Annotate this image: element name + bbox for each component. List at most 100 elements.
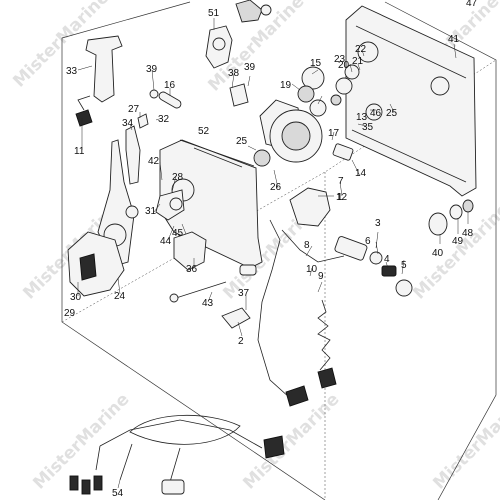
callout-6: 6 — [365, 236, 371, 247]
isometric-frame — [61, 1, 497, 500]
callout-23: 23 — [334, 54, 346, 65]
callout-48: 48 — [462, 228, 474, 239]
lanyard-clip — [317, 367, 337, 389]
callout-8: 8 — [304, 240, 310, 251]
main-wire-harness-b — [281, 229, 345, 263]
callout-28: 28 — [172, 172, 184, 183]
bushing — [229, 83, 249, 107]
callout-22: 22 — [355, 44, 367, 55]
terminal — [93, 475, 103, 491]
callout-12: 12 — [336, 192, 348, 203]
washer-stack — [428, 199, 474, 236]
harness-wire — [77, 95, 91, 111]
callout-9: 9 — [318, 271, 324, 282]
trim-switch-bracket — [235, 0, 263, 23]
callout-layer: 1 2 3 4 5 6 7 8 9 10 11 12 13 14 15 16 1… — [64, 0, 478, 499]
leader-line-layer — [77, 18, 469, 489]
callout-32: 32 — [158, 114, 170, 125]
clip — [221, 307, 251, 329]
plate-hole — [365, 103, 383, 121]
tilt-switch — [332, 143, 354, 161]
callout-25: 25 — [236, 136, 248, 147]
callout-52: 52 — [198, 126, 210, 137]
callout-47: 47 — [466, 0, 478, 9]
callout-45: 45 — [172, 228, 184, 239]
control-lever-handle — [85, 35, 123, 103]
mount-plate-edge — [351, 25, 467, 183]
callout-7: 7 — [338, 176, 344, 187]
extension-harness — [95, 419, 263, 483]
callout-2: 2 — [238, 336, 244, 347]
callout-29: 29 — [64, 308, 76, 319]
callout-3: 3 — [375, 218, 381, 229]
plate-hole — [430, 76, 450, 96]
seal-ring — [253, 149, 271, 167]
callout-10: 10 — [306, 264, 318, 275]
callout-27: 27 — [128, 104, 140, 115]
gear-assembly — [297, 66, 327, 117]
callout-20: 20 — [338, 60, 350, 71]
spring — [137, 113, 149, 129]
watermark: MisterMarine — [29, 389, 133, 493]
callout-51: 51 — [208, 8, 220, 19]
grommet — [239, 264, 257, 276]
callout-19: 19 — [280, 80, 292, 91]
neutral-switch-bracket — [173, 231, 207, 271]
watermark: MisterMarine — [429, 389, 500, 493]
ignition-key — [395, 279, 413, 297]
callout-17: 17 — [328, 128, 340, 139]
callout-11: 11 — [74, 146, 85, 157]
callout-14: 14 — [355, 168, 367, 179]
mount-plate — [345, 5, 477, 197]
callout-21: 21 — [352, 56, 364, 67]
housing-top-edge — [179, 139, 255, 168]
main-wire-harness — [257, 219, 291, 399]
callout-31: 31 — [145, 206, 157, 217]
callout-46: 46 — [370, 108, 382, 119]
harness-connector — [285, 385, 309, 407]
callout-49: 49 — [452, 236, 464, 247]
callout-36: 36 — [186, 264, 198, 275]
callout-41: 41 — [448, 34, 460, 45]
callout-15: 15 — [310, 58, 322, 69]
callout-54: 54 — [112, 488, 124, 499]
warning-buzzer — [289, 187, 331, 227]
lanyard-switch — [334, 236, 397, 277]
callout-16: 16 — [164, 80, 176, 91]
friction-lever — [205, 25, 233, 69]
lever-cover-insert — [79, 253, 97, 281]
callout-30: 30 — [70, 292, 82, 303]
callout-39: 39 — [146, 64, 158, 75]
harness-plug — [75, 109, 93, 127]
callout-24: 24 — [114, 291, 126, 302]
cover-ring-inner — [281, 121, 311, 151]
callout-44: 44 — [160, 236, 172, 247]
callout-33: 33 — [66, 66, 78, 77]
plate-hole — [357, 41, 379, 63]
lanyard-cord — [317, 299, 331, 371]
snap-ring — [149, 89, 159, 99]
long-screw — [175, 281, 227, 299]
detent-wheel — [169, 197, 183, 211]
extension-harness-loop — [129, 414, 241, 445]
callout-1: 1 — [337, 192, 343, 203]
callout-13: 13 — [356, 112, 368, 123]
spacer — [260, 4, 272, 16]
terminal — [81, 479, 91, 495]
callout-35: 35 — [362, 122, 374, 133]
callout-26: 26 — [270, 182, 282, 193]
connector-sleeve — [161, 479, 185, 495]
callout-25b: 25 — [386, 108, 398, 119]
callout-34: 34 — [122, 118, 134, 129]
callout-42: 42 — [148, 156, 160, 167]
extension-connector — [263, 435, 285, 459]
callout-38: 38 — [228, 68, 240, 79]
screw-head — [169, 293, 179, 303]
callout-39b: 39 — [244, 62, 256, 73]
throttle-arm — [125, 125, 141, 185]
callout-40: 40 — [432, 248, 444, 259]
callout-4: 4 — [384, 254, 390, 265]
terminal — [69, 475, 79, 491]
callout-37: 37 — [238, 288, 250, 299]
